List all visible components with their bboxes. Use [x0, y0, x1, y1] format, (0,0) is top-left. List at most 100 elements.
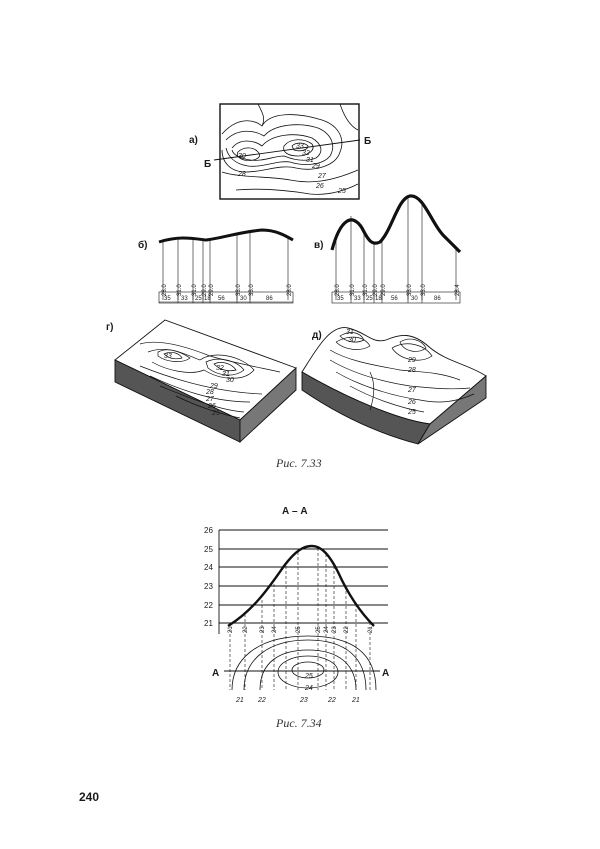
map-label: 30	[238, 153, 246, 160]
profile-b-elevations: 28.0 31.0 31.0 29.0 29.0 33.0 33.0 28.0	[162, 284, 293, 296]
block-g-label: 30	[226, 377, 234, 384]
level-labels: 26 25 24 23 22 21	[204, 526, 213, 628]
distance-label: 18	[204, 296, 211, 302]
block-g-label: 29	[209, 383, 218, 390]
elevation-label: 28.0	[335, 284, 341, 296]
profile-v-verticals	[335, 198, 457, 300]
block-g: 33 32 31 30 29 28 27 26 25	[114, 319, 297, 444]
panel-label-g: г)	[106, 322, 114, 333]
block-g-label: 26	[207, 403, 216, 410]
section-line-b	[213, 139, 361, 161]
base-label: 24	[324, 626, 330, 633]
section-profile-line	[227, 544, 375, 628]
panel-label-b: б)	[138, 239, 148, 251]
section-mark-b-left: Б	[204, 159, 211, 170]
distance-label: 86	[266, 296, 273, 302]
caption-fig-7-33: Рис. 7.33	[276, 456, 322, 470]
elevation-label: 28.0	[162, 284, 168, 296]
level-lines	[219, 529, 388, 624]
base-label: 21	[368, 626, 374, 633]
block-d-label: 26	[407, 399, 416, 406]
panel-label-a: а)	[189, 135, 198, 146]
projection-lines	[229, 548, 371, 690]
level-label: 23	[204, 582, 213, 591]
block-d-label: 25	[407, 409, 416, 416]
section-mark-a-right: А	[382, 668, 389, 679]
map-label: 32	[302, 150, 310, 157]
base-label: 22	[243, 626, 249, 633]
elevation-label: 31.0	[350, 284, 356, 296]
elevation-label: 28.4	[455, 284, 461, 296]
elevation-label: 33.0	[421, 284, 427, 296]
elevation-label: 29.0	[202, 284, 208, 296]
section-mark-a-left: А	[212, 668, 219, 679]
map-label: 27	[317, 173, 327, 180]
base-label: 23	[332, 626, 338, 633]
base-label: 24	[272, 626, 278, 633]
map-label: 33	[296, 143, 304, 150]
block-g-label: 27	[205, 396, 215, 403]
profile-b-line	[158, 228, 294, 244]
distance-label: 18	[375, 296, 382, 302]
elevation-label: 28.0	[287, 284, 293, 296]
map-label: 28	[237, 171, 246, 178]
level-label: 22	[204, 601, 213, 610]
block-d-label: 29	[407, 357, 416, 364]
distance-label: 30	[411, 296, 418, 302]
map-contours	[221, 103, 359, 195]
contour-label: 23	[299, 697, 308, 704]
page-number: 240	[79, 790, 100, 804]
map-label: 25	[337, 188, 346, 195]
block-g-label: 28	[205, 389, 214, 396]
elevation-label: 33.0	[236, 284, 242, 296]
base-label: 25	[296, 626, 302, 633]
base-label: 25	[316, 626, 322, 633]
contour-label: 22	[257, 697, 266, 704]
caption-fig-7-34: Рис. 7.34	[276, 716, 322, 730]
elevation-label: 29.0	[209, 284, 215, 296]
distance-label: 56	[391, 296, 398, 302]
profile-v-distance-row: 35 33 25 18 56 30 86	[331, 291, 461, 304]
base-labels: 21 22 23 24 25 25 24 23 22 21	[228, 626, 374, 633]
block-d-label: 27	[407, 387, 417, 394]
profile-b-verticals	[162, 231, 289, 300]
distance-label: 33	[354, 296, 361, 302]
distance-label: 35	[337, 296, 344, 302]
elevation-label: 33.0	[249, 284, 255, 296]
block-d-label: 28	[407, 367, 416, 374]
block-g-label: 33	[164, 353, 172, 360]
map-label: 31	[306, 157, 314, 164]
map-label: 26	[315, 183, 324, 190]
contour-label: 21	[351, 697, 360, 704]
contour-label: 21	[235, 697, 244, 704]
profile-b-distance-row: 35 33 25 18 56 30 86	[158, 291, 294, 304]
panel-label-v: в)	[314, 240, 323, 251]
level-label: 25	[204, 545, 213, 554]
section-mark-b-right: Б	[364, 136, 371, 147]
elevation-label: 31.0	[192, 284, 198, 296]
contour-label: 25	[304, 673, 313, 680]
elevation-label: 29.0	[373, 284, 379, 296]
map-frame	[219, 103, 360, 200]
elevation-label: 33.0	[407, 284, 413, 296]
profile-v-elevations: 28.0 31.0 31.0 29.0 29.0 33.0 33.0 28.4	[335, 284, 461, 296]
map-label: 29	[311, 163, 320, 170]
level-label: 26	[204, 526, 213, 535]
plan-contour-labels: 25 24 23 22 21 22 21	[235, 673, 360, 704]
block-g-label: 25	[211, 410, 220, 417]
distance-label: 86	[434, 296, 441, 302]
distance-label: 33	[181, 296, 188, 302]
base-label: 23	[260, 626, 266, 633]
elevation-label: 31.0	[177, 284, 183, 296]
block-d-label: 30	[348, 337, 356, 344]
contour-label: 24	[304, 685, 313, 692]
profile-v-line	[330, 194, 462, 254]
distance-label: 25	[195, 296, 202, 302]
elevation-label: 31.0	[363, 284, 369, 296]
distance-label: 25	[366, 296, 373, 302]
block-d: 31 30 29 28 27 26 25	[301, 327, 487, 445]
contour-label: 22	[327, 697, 336, 704]
block-g-label: 32	[216, 365, 224, 372]
level-label: 21	[204, 619, 213, 628]
